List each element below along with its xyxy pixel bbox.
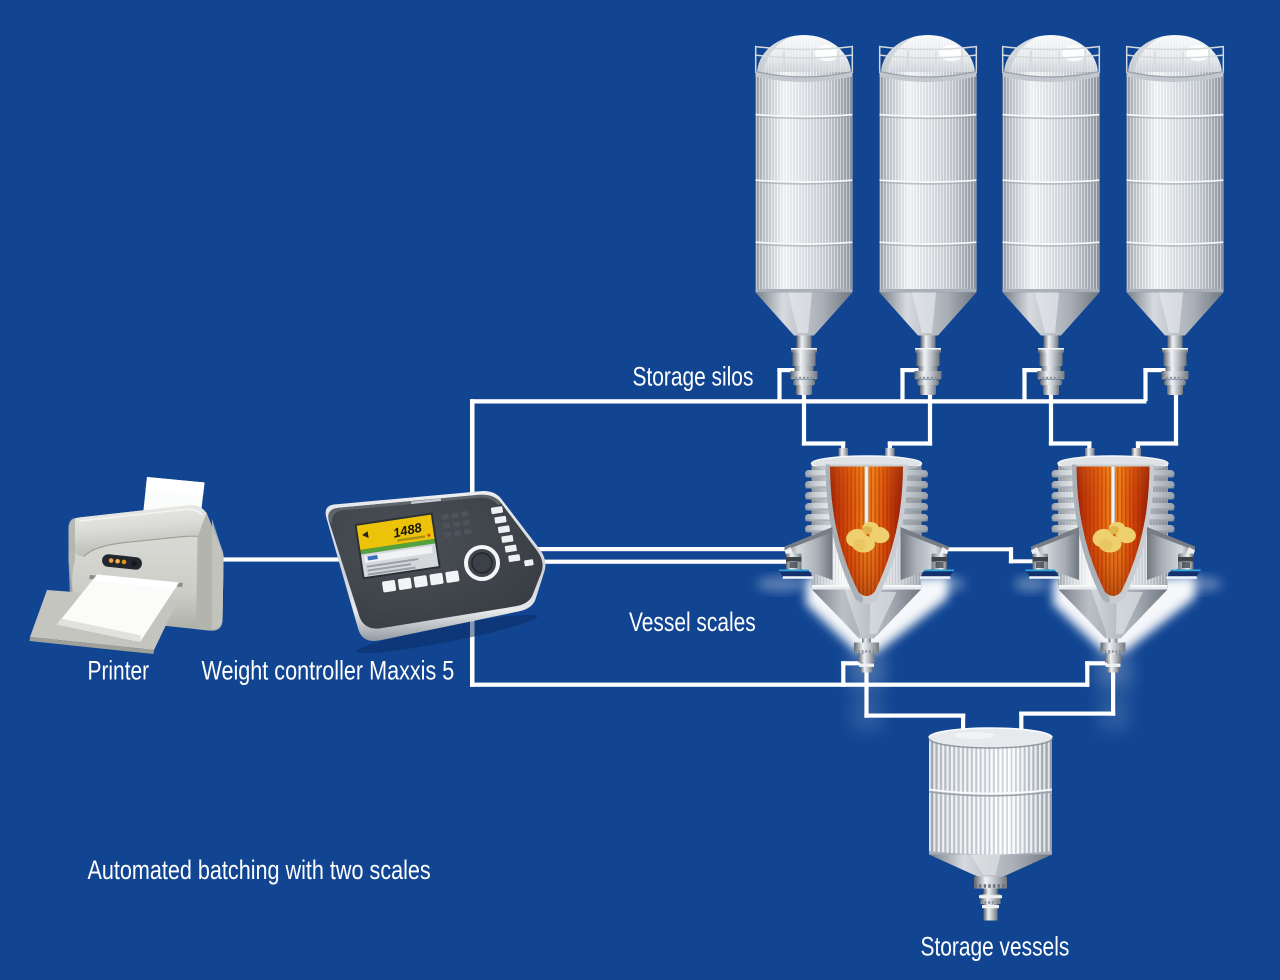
svg-text:Vessel scales: Vessel scales (629, 608, 756, 638)
svg-text:Printer: Printer (88, 656, 150, 686)
svg-text:Storage silos: Storage silos (633, 362, 754, 392)
svg-text:Storage vessels: Storage vessels (921, 932, 1070, 962)
svg-text:Automated batching with two sc: Automated batching with two scales (88, 856, 431, 886)
svg-text:Weight controller Maxxis 5: Weight controller Maxxis 5 (202, 656, 455, 686)
svg-text:1488: 1488 (392, 520, 424, 541)
